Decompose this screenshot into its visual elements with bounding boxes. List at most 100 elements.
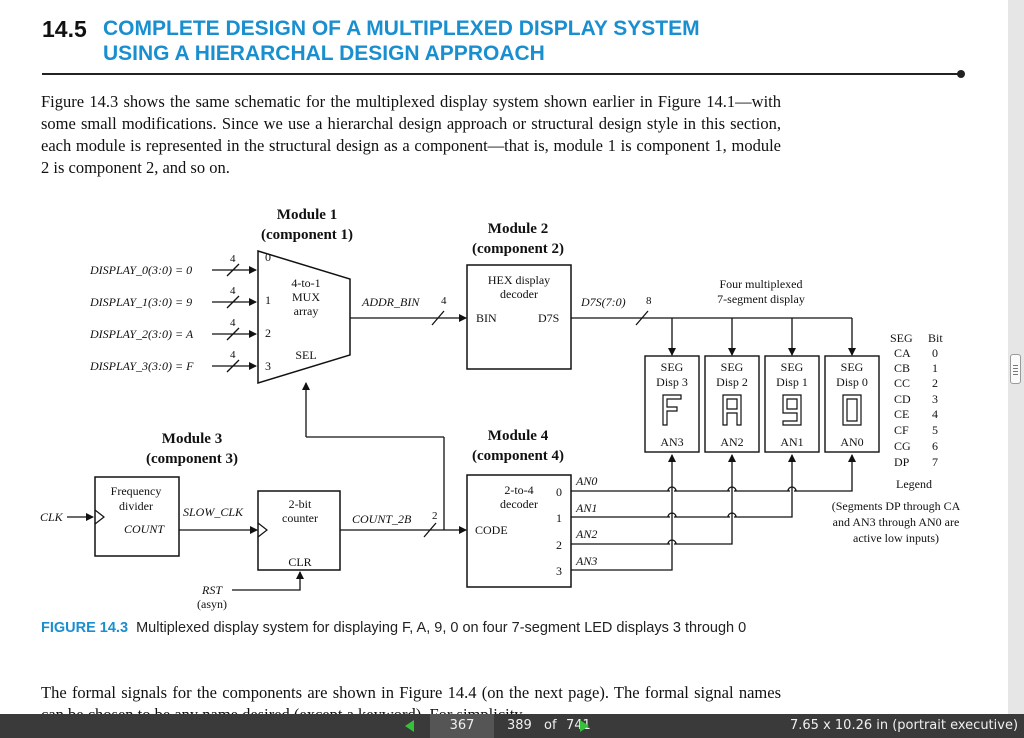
bus-width-d2: 4 [230, 317, 236, 329]
module4-title: Module 4 [488, 428, 549, 444]
an0-signal-label: AN0 [575, 474, 597, 488]
mux-label-1: 4-to-1 [291, 276, 320, 290]
bin-port-label: BIN [476, 311, 497, 325]
next-page-arrow-icon[interactable] [580, 720, 589, 732]
figure-caption: FIGURE 14.3 Multiplexed display system f… [41, 618, 801, 638]
svg-text:CB: CB [894, 361, 910, 375]
module4-subtitle: (component 4) [472, 448, 564, 464]
svg-text:SEG: SEG [781, 360, 804, 374]
physical-page-number: 389 [507, 718, 532, 733]
svg-text:AN0: AN0 [840, 435, 863, 449]
mux-in0: 0 [265, 250, 271, 264]
mux-label-2: MUX [292, 290, 320, 304]
svg-text:AN3: AN3 [660, 435, 683, 449]
module3-title: Module 3 [162, 431, 222, 447]
svg-text:3: 3 [932, 392, 938, 406]
svg-text:Disp 3: Disp 3 [656, 375, 688, 389]
legend-title: Legend [896, 477, 932, 491]
module2-title: Module 2 [488, 221, 548, 237]
svg-text:CE: CE [894, 407, 909, 421]
svg-text:2: 2 [932, 376, 938, 390]
dec-out2: 2 [556, 538, 562, 552]
hex-decoder-label-2: decoder [500, 287, 538, 301]
mux-sel-label: SEL [295, 348, 316, 362]
paragraph-2: The formal signals for the components ar… [41, 683, 781, 714]
hex-decoder-block [466, 264, 572, 370]
figure-caption-text: Multiplexed display system for displayin… [136, 620, 747, 636]
code-port-label: CODE [475, 523, 508, 537]
multiplexed-display-schematic: Module 1 (component 1) 4-to-1 MUX array … [40, 207, 961, 611]
svg-text:Disp 2: Disp 2 [716, 375, 748, 389]
section-rule-dot [957, 70, 965, 78]
svg-text:CD: CD [894, 392, 911, 406]
slow-clk-label: SLOW_CLK [183, 505, 244, 519]
seven-seg-glyph-9 [782, 394, 802, 426]
display-0: SEG Disp 0 AN0 [824, 355, 880, 453]
section-title: COMPLETE DESIGN OF A MULTIPLEXED DISPLAY… [103, 16, 700, 66]
rst-label: RST [201, 583, 223, 597]
module1-subtitle: (component 1) [261, 227, 353, 243]
mux-in2: 2 [265, 326, 271, 340]
page-size-info: 7.65 x 10.26 in (portrait executive) [790, 718, 1019, 733]
svg-text:5: 5 [932, 423, 938, 437]
seven-seg-glyph-A [722, 394, 742, 426]
seven-seg-glyph-F [662, 394, 682, 426]
seven-seg-glyph-0 [842, 394, 862, 426]
svg-text:CF: CF [894, 423, 909, 437]
svg-text:CG: CG [894, 439, 911, 453]
section-rule [42, 73, 962, 75]
svg-text:SEG: SEG [661, 360, 684, 374]
vertical-scrollbar[interactable] [1008, 0, 1024, 714]
bus-width-d3: 4 [230, 349, 236, 361]
svg-text:0: 0 [932, 346, 938, 360]
scrollbar-thumb[interactable] [1010, 354, 1021, 384]
section-number: 14.5 [42, 16, 87, 42]
addr-bin-label: ADDR_BIN [361, 295, 420, 309]
prev-page-arrow-icon[interactable] [405, 720, 414, 732]
display-2: SEG Disp 2 AN2 [704, 355, 760, 453]
section-title-line-1: COMPLETE DESIGN OF A MULTIPLEXED DISPLAY… [103, 17, 700, 40]
seg-table-header-seg: SEG [890, 331, 913, 345]
display-1: SEG Disp 1 AN1 [764, 355, 820, 453]
display-2-input: DISPLAY_2(3:0) = A [89, 327, 194, 341]
display-1-input: DISPLAY_1(3:0) = 9 [89, 295, 192, 309]
counter-label-1: 2-bit [289, 497, 312, 511]
seg-table-header-bit: Bit [928, 331, 943, 345]
d7s-bus-width: 8 [646, 295, 652, 307]
display-3: SEG Disp 3 AN3 [644, 355, 700, 453]
status-bar: 367 389 of 741 7.65 x 10.26 in (portrait… [0, 714, 1024, 738]
mux-in1: 1 [265, 293, 271, 307]
freq-divider-label-2: divider [119, 499, 153, 513]
rst-asyn-label: (asyn) [197, 597, 227, 611]
decoder-label-1: 2-to-4 [504, 483, 533, 497]
an1-signal-label: AN1 [575, 501, 597, 515]
count-2b-label: COUNT_2B [352, 512, 412, 526]
svg-text:4: 4 [932, 407, 938, 421]
decoder-label-2: decoder [500, 497, 538, 511]
mux-block [257, 249, 351, 385]
svg-text:6: 6 [932, 439, 938, 453]
an2-signal-label: AN2 [575, 527, 597, 541]
current-page-field[interactable]: 367 [430, 714, 494, 738]
module2-subtitle: (component 2) [472, 241, 564, 257]
d7s-port-label: D7S [538, 311, 559, 325]
four-mux-label-2: 7-segment display [717, 292, 805, 306]
an3-signal-label: AN3 [575, 554, 597, 568]
display-3-input: DISPLAY_3(3:0) = F [89, 359, 194, 373]
svg-text:Disp 1: Disp 1 [776, 375, 808, 389]
dec-out3: 3 [556, 564, 562, 578]
freq-divider-label-1: Frequency [111, 484, 162, 498]
page-of-label: of [544, 718, 557, 733]
frequency-divider-block [94, 476, 180, 557]
svg-text:CC: CC [894, 376, 910, 390]
svg-text:1: 1 [932, 361, 938, 375]
decoder-block [466, 474, 572, 588]
dec-out1: 1 [556, 511, 562, 525]
clk-input-label: CLK [40, 510, 64, 524]
svg-text:AN1: AN1 [780, 435, 803, 449]
legend-note-2: and AN3 through AN0 are [833, 515, 960, 529]
module1-title: Module 1 [277, 207, 337, 223]
count-2b-width: 2 [432, 510, 438, 522]
module3-subtitle: (component 3) [146, 451, 238, 467]
